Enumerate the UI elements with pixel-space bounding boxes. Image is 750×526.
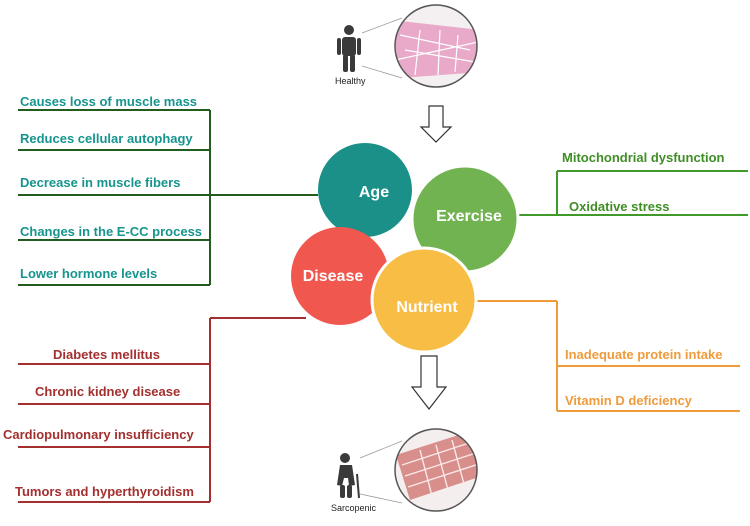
arrow-down-icon bbox=[410, 355, 448, 410]
sarcopenic-connector-line bbox=[359, 440, 403, 459]
age-circle bbox=[318, 143, 412, 237]
nutrient-circle bbox=[370, 246, 478, 354]
healthy-label: Healthy bbox=[335, 76, 366, 86]
disease-effect-item: Diabetes mellitus bbox=[53, 347, 160, 362]
sarcopenic-label: Sarcopenic bbox=[331, 503, 377, 513]
sarcopenic-tissue-frame bbox=[394, 428, 478, 512]
exercise-bracket bbox=[500, 170, 748, 216]
healthy-tissue-frame bbox=[394, 4, 478, 88]
healthy-connector-line bbox=[361, 65, 403, 79]
age-effect-item: Lower hormone levels bbox=[20, 266, 157, 281]
nutrient-bracket bbox=[476, 300, 740, 412]
exercise-factor-label: Exercise bbox=[436, 208, 502, 225]
age-effect-item: Changes in the E-CC process bbox=[20, 224, 202, 239]
sarcopenic-connector-line bbox=[359, 493, 403, 504]
nutrient-factor-label: Nutrient bbox=[396, 299, 458, 316]
age-effect-item: Reduces cellular autophagy bbox=[20, 131, 193, 146]
healthy-muscle-tissue-icon bbox=[395, 5, 477, 87]
exercise-effect-item: Mitochondrial dysfunction bbox=[562, 150, 725, 165]
age-effect-item: Decrease in muscle fibers bbox=[20, 175, 180, 190]
disease-factor-label: Disease bbox=[303, 268, 364, 285]
nutrient-effect-item: Vitamin D deficiency bbox=[565, 393, 693, 408]
healthy-connector-line bbox=[361, 17, 403, 34]
disease-effect-item: Chronic kidney disease bbox=[35, 384, 180, 399]
healthy-person-icon bbox=[337, 25, 361, 72]
age-factor-label: Age bbox=[359, 184, 389, 201]
arrow-down-icon bbox=[419, 105, 453, 143]
nutrient-effect-item: Inadequate protein intake bbox=[565, 347, 722, 362]
age-bracket bbox=[18, 109, 318, 286]
exercise-effect-item: Oxidative stress bbox=[569, 199, 669, 214]
disease-effect-item: Cardiopulmonary insufficiency bbox=[3, 427, 194, 442]
disease-effect-item: Tumors and hyperthyroidism bbox=[15, 484, 194, 499]
sarcopenic-muscle-tissue-icon bbox=[395, 429, 477, 511]
age-effect-item: Causes loss of muscle mass bbox=[20, 94, 197, 109]
disease-bracket bbox=[18, 317, 306, 503]
sarcopenic-person-icon bbox=[337, 453, 360, 499]
disease-circle bbox=[291, 227, 389, 325]
